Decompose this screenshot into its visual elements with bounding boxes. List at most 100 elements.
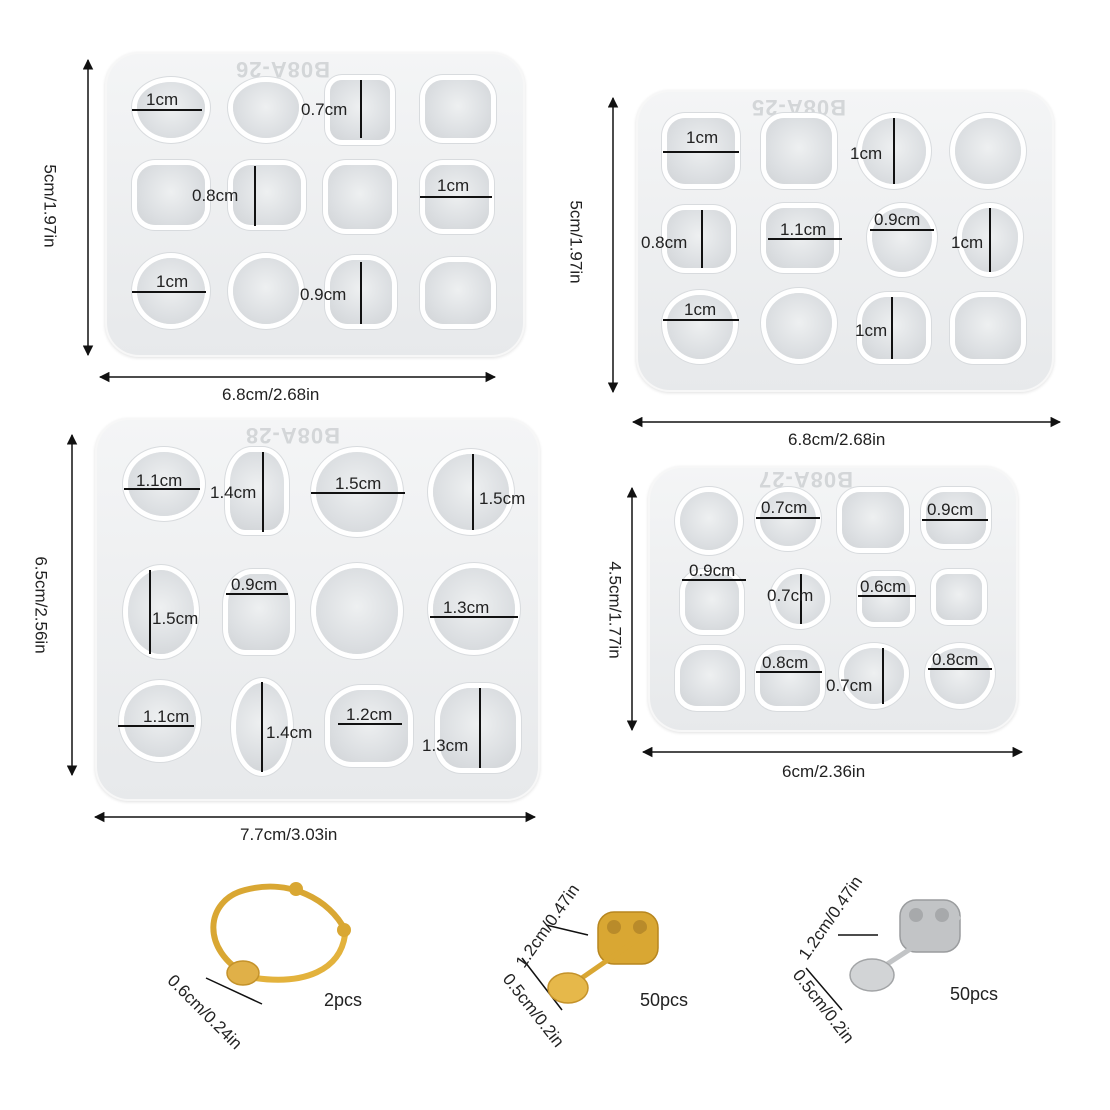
mold-4-stamp: B08A-27 <box>758 467 854 492</box>
cavity <box>124 685 196 757</box>
mold-3-width-label: 7.7cm/3.03in <box>240 825 338 844</box>
cavity <box>955 297 1021 359</box>
cavity-label: 1cm <box>146 90 179 109</box>
measure-line <box>254 166 256 226</box>
cavity-label: 1.3cm <box>422 736 469 755</box>
measure-line <box>360 262 362 324</box>
mold-2-height-label: 5cm/1.97in <box>566 200 586 284</box>
measure-line <box>430 616 518 618</box>
ring-count: 2pcs <box>324 990 363 1010</box>
measure-line <box>472 454 474 530</box>
cavity <box>844 648 904 704</box>
mold-1-width-label: 6.8cm/2.68in <box>222 385 320 404</box>
measure-line <box>261 682 263 772</box>
cavity <box>330 690 408 762</box>
cavity <box>766 118 832 184</box>
cavity-label: 1cm <box>850 144 883 163</box>
cavity <box>425 262 491 324</box>
cavity-label: 0.7cm <box>761 498 808 517</box>
cavity-label: 1.1cm <box>780 220 827 239</box>
cavity-label: 0.9cm <box>927 500 974 519</box>
mold-3-height-label: 6.5cm/2.56in <box>31 556 51 654</box>
cavity <box>760 650 820 706</box>
mold-4-height-label: 4.5cm/1.77in <box>605 561 625 659</box>
cavity <box>233 165 301 225</box>
cavity <box>433 454 509 530</box>
ring-illustration <box>210 882 351 986</box>
cavity <box>930 648 990 704</box>
cavity-label: 0.9cm <box>689 561 736 580</box>
cavity <box>685 574 739 630</box>
silver-stud-count: 50pcs <box>950 984 999 1004</box>
measure-line <box>149 570 151 654</box>
cavity-label: 1.5cm <box>335 474 382 493</box>
mold-1-height-label: 5cm/1.97in <box>40 164 60 248</box>
measure-line <box>893 118 895 184</box>
measure-line <box>756 671 822 673</box>
cavity <box>233 82 299 138</box>
cavity-label: 1.4cm <box>266 723 313 742</box>
cavity <box>128 452 200 516</box>
cavity-label: 0.9cm <box>874 210 921 229</box>
cavity-label: 1.4cm <box>210 483 257 502</box>
cavity <box>955 118 1021 184</box>
cavity-label: 1.1cm <box>143 707 190 726</box>
cavity-label: 0.7cm <box>826 676 873 695</box>
cavity <box>680 650 740 706</box>
cavity-label: 0.8cm <box>192 186 239 205</box>
cavity-label: 1cm <box>156 272 189 291</box>
measure-line <box>882 648 884 704</box>
cavity <box>680 492 738 550</box>
measure-line <box>118 725 194 727</box>
measure-line <box>132 291 206 293</box>
cavity <box>328 165 392 229</box>
cavity-label: 1.2cm <box>346 705 393 724</box>
cavity <box>872 208 932 272</box>
cavity <box>667 295 733 359</box>
measure-line <box>756 517 820 519</box>
measure-line <box>870 229 934 231</box>
mold-4-width-label: 6cm/2.36in <box>782 762 866 781</box>
cavity-label: 1cm <box>437 176 470 195</box>
cavity <box>936 574 982 620</box>
cavity-label: 1.3cm <box>443 598 490 617</box>
cavity-label: 0.9cm <box>231 575 278 594</box>
measure-line <box>768 238 842 240</box>
measure-line <box>338 723 402 725</box>
measure-line <box>800 574 802 624</box>
measure-line <box>479 688 481 768</box>
measure-line <box>420 196 492 198</box>
measure-line <box>928 668 992 670</box>
measure-line <box>262 452 264 532</box>
measure-line <box>663 319 739 321</box>
mold-1-stamp: B08A-26 <box>235 57 331 82</box>
cavity <box>842 492 904 548</box>
cavity-label: 1.1cm <box>136 471 183 490</box>
measure-line <box>124 488 200 490</box>
mold-2-stamp: B08A-25 <box>751 95 847 120</box>
measure-line <box>132 109 202 111</box>
silver-stud-illustration <box>849 899 961 992</box>
cavity <box>128 570 194 654</box>
cavity <box>230 452 284 530</box>
measure-line <box>701 210 703 268</box>
cavity-label: 0.9cm <box>300 285 347 304</box>
cavity <box>233 258 299 324</box>
cavity <box>760 492 816 546</box>
measure-line <box>989 208 991 272</box>
cavity <box>425 80 491 138</box>
measure-line <box>360 80 362 138</box>
cavity-label: 1cm <box>951 233 984 252</box>
measure-line <box>682 579 746 581</box>
cavity <box>862 576 910 622</box>
mold-3-stamp: B08A-28 <box>245 423 341 448</box>
gold-stud-illustration <box>547 911 659 1004</box>
cavity <box>433 568 515 650</box>
cavity <box>862 297 926 359</box>
cavity <box>926 492 986 544</box>
measure-line <box>311 492 405 494</box>
cavity-label: 0.7cm <box>767 586 814 605</box>
cavity-label: 0.8cm <box>932 650 979 669</box>
